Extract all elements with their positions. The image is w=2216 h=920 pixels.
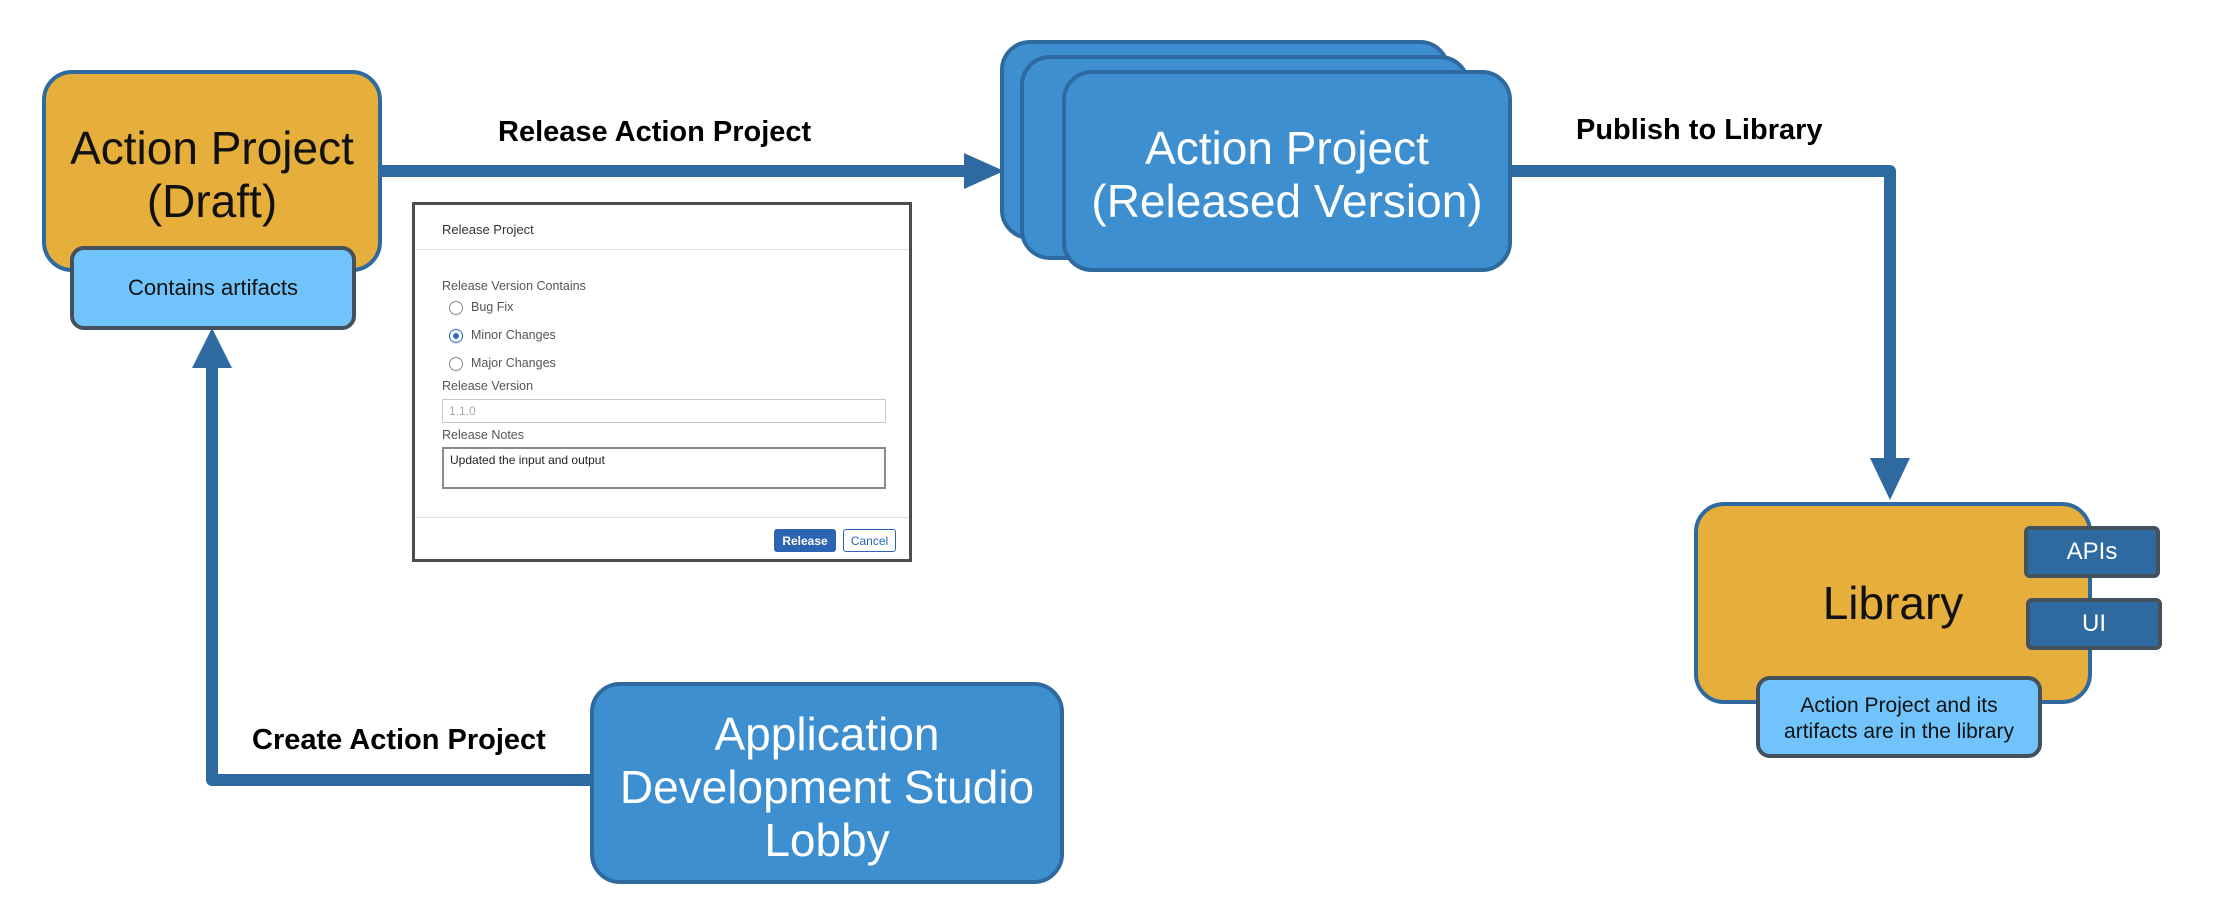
draft-title-line2: (Draft) <box>146 175 278 227</box>
dialog-title: Release Project <box>442 222 534 237</box>
library-title: Library <box>1822 577 1964 629</box>
lobby-line1: Application <box>714 708 940 760</box>
release-notes-label: Release Notes <box>442 428 524 442</box>
bug-fix-label: Bug Fix <box>471 300 514 314</box>
studio-lobby-node: Application Development Studio Lobby <box>590 682 1064 884</box>
publish-arrow-line <box>1510 165 1896 462</box>
minor-changes-label: Minor Changes <box>471 328 556 342</box>
release-contains-label: Release Version Contains <box>442 279 586 293</box>
dialog-footer-divider <box>415 517 909 518</box>
create-arrow-line <box>206 364 592 786</box>
bug-fix-radio[interactable] <box>449 301 463 315</box>
draft-artifacts-note: Contains artifacts <box>70 246 356 330</box>
release-edge-label: Release Action Project <box>498 116 812 148</box>
release-version-field: 1.1.0 <box>442 399 886 423</box>
draft-artifacts-note-text: Contains artifacts <box>128 275 298 300</box>
library-apis-tag: APIs <box>2024 526 2160 578</box>
release-project-dialog: Release Project Release Version Contains… <box>412 202 912 562</box>
release-button[interactable]: Release <box>774 529 836 552</box>
released-project-node: Action Project (Released Version) <box>1062 70 1512 272</box>
lobby-line2: Development Studio <box>619 761 1035 813</box>
library-ui-tag: UI <box>2026 598 2162 650</box>
cancel-button[interactable]: Cancel <box>843 529 896 552</box>
release-version-label: Release Version <box>442 379 534 393</box>
released-title-line1: Action Project <box>1145 122 1429 174</box>
major-changes-label: Major Changes <box>471 356 556 370</box>
publish-edge-label: Publish to Library <box>1576 114 1823 146</box>
draft-title-line1: Action Project <box>70 122 354 174</box>
draft-project-node: Action Project (Draft) <box>42 70 382 272</box>
publish-arrowhead <box>1870 458 1910 500</box>
library-note-line1: Action Project and its <box>1800 694 1998 717</box>
released-title-line2: (Released Version) <box>1091 175 1483 227</box>
lobby-line3: Lobby <box>764 814 890 866</box>
major-changes-radio[interactable] <box>449 357 463 371</box>
release-notes-field[interactable]: Updated the input and output <box>442 447 886 489</box>
library-artifacts-note: Action Project and its artifacts are in … <box>1756 676 2042 758</box>
create-edge-label: Create Action Project <box>252 724 546 756</box>
release-arrowhead <box>964 153 1004 189</box>
minor-changes-radio[interactable] <box>449 329 463 343</box>
dialog-header-divider <box>415 249 909 250</box>
create-arrowhead <box>192 328 232 368</box>
library-note-line2: artifacts are in the library <box>1784 720 2014 743</box>
